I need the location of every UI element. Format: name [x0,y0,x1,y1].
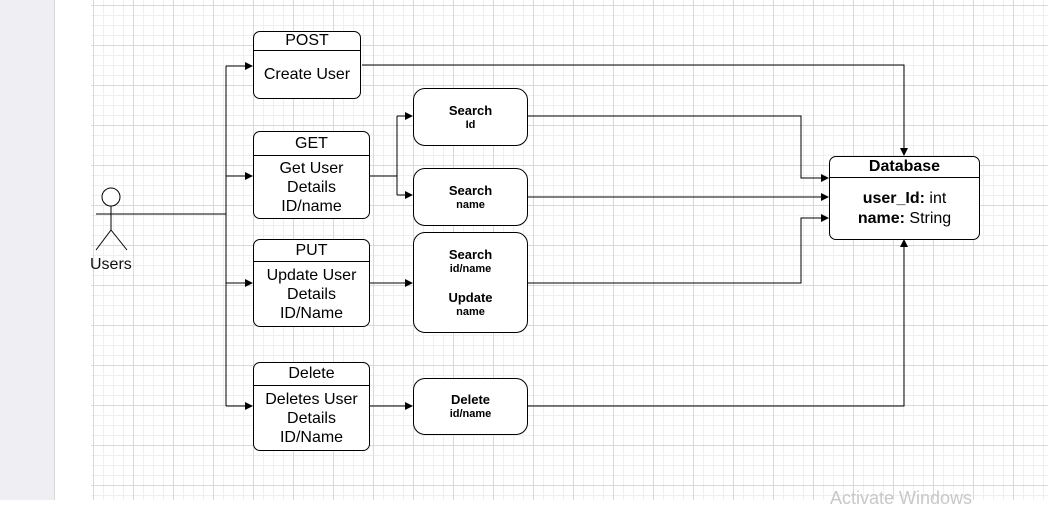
database-fields: user_Id: int name: String [830,178,979,239]
delete-op-box[interactable]: Delete id/name [413,378,528,435]
get-body-line: Details [287,178,336,196]
post-box[interactable]: POST Create User [253,31,361,99]
put-box[interactable]: PUT Update User Details ID/Name [253,239,370,327]
delete-op-sub: id/name [449,408,492,420]
database-field: user_Id: int [863,189,947,209]
database-field: name: String [858,209,951,229]
connector-delete-to-db [528,239,908,407]
delete-op-title: Delete [450,392,491,407]
get-body-line: Get User [279,159,344,177]
get-box[interactable]: GET Get User Details ID/name [253,131,370,219]
field-name: user_Id: [862,189,925,207]
actor-figure[interactable] [95,187,128,251]
put-body-line: Update User [266,266,357,284]
diagram-canvas[interactable] [91,0,1048,500]
put-body-line: Details [287,285,336,303]
search-update-title1: Search [448,246,493,262]
delete-box[interactable]: Delete Deletes User Details ID/Name [253,362,370,451]
put-body-line: ID/Name [279,304,344,322]
get-header: GET [254,132,369,156]
activation-watermark: Activate Windows [830,488,973,508]
database-title: Database [830,157,979,178]
delete-header: Delete [254,363,369,386]
search-update-box[interactable]: Search id/name Update name [413,232,528,333]
search-update-title2: Update [448,289,493,305]
left-panel [0,0,55,500]
search-update-sub2: name [456,305,485,318]
get-body-line: ID/name [281,197,342,215]
post-body-line: Create User [263,66,351,83]
delete-body-line: Details [287,409,336,427]
search-id-sub: Id [465,118,476,131]
connector-post-to-db [362,64,908,156]
field-type: int [929,189,947,207]
delete-body-line: ID/Name [279,428,344,446]
search-id-title: Search [448,102,493,118]
field-type: String [909,209,952,227]
connector-search-id-to-db [528,115,829,182]
search-name-title: Search [448,182,493,198]
search-name-box[interactable]: Search name [413,168,528,226]
actor-label: Users [90,256,132,273]
post-header: POST [254,32,360,51]
search-name-sub: name [456,198,485,211]
database-box[interactable]: Database user_Id: int name: String [829,156,980,240]
search-id-box[interactable]: Search Id [413,88,528,146]
field-name: name: [857,209,905,227]
connector-update-to-db [528,214,829,284]
put-header: PUT [254,240,369,262]
search-update-sub1: id/name [449,262,492,275]
delete-body-line: Deletes User [265,390,358,408]
